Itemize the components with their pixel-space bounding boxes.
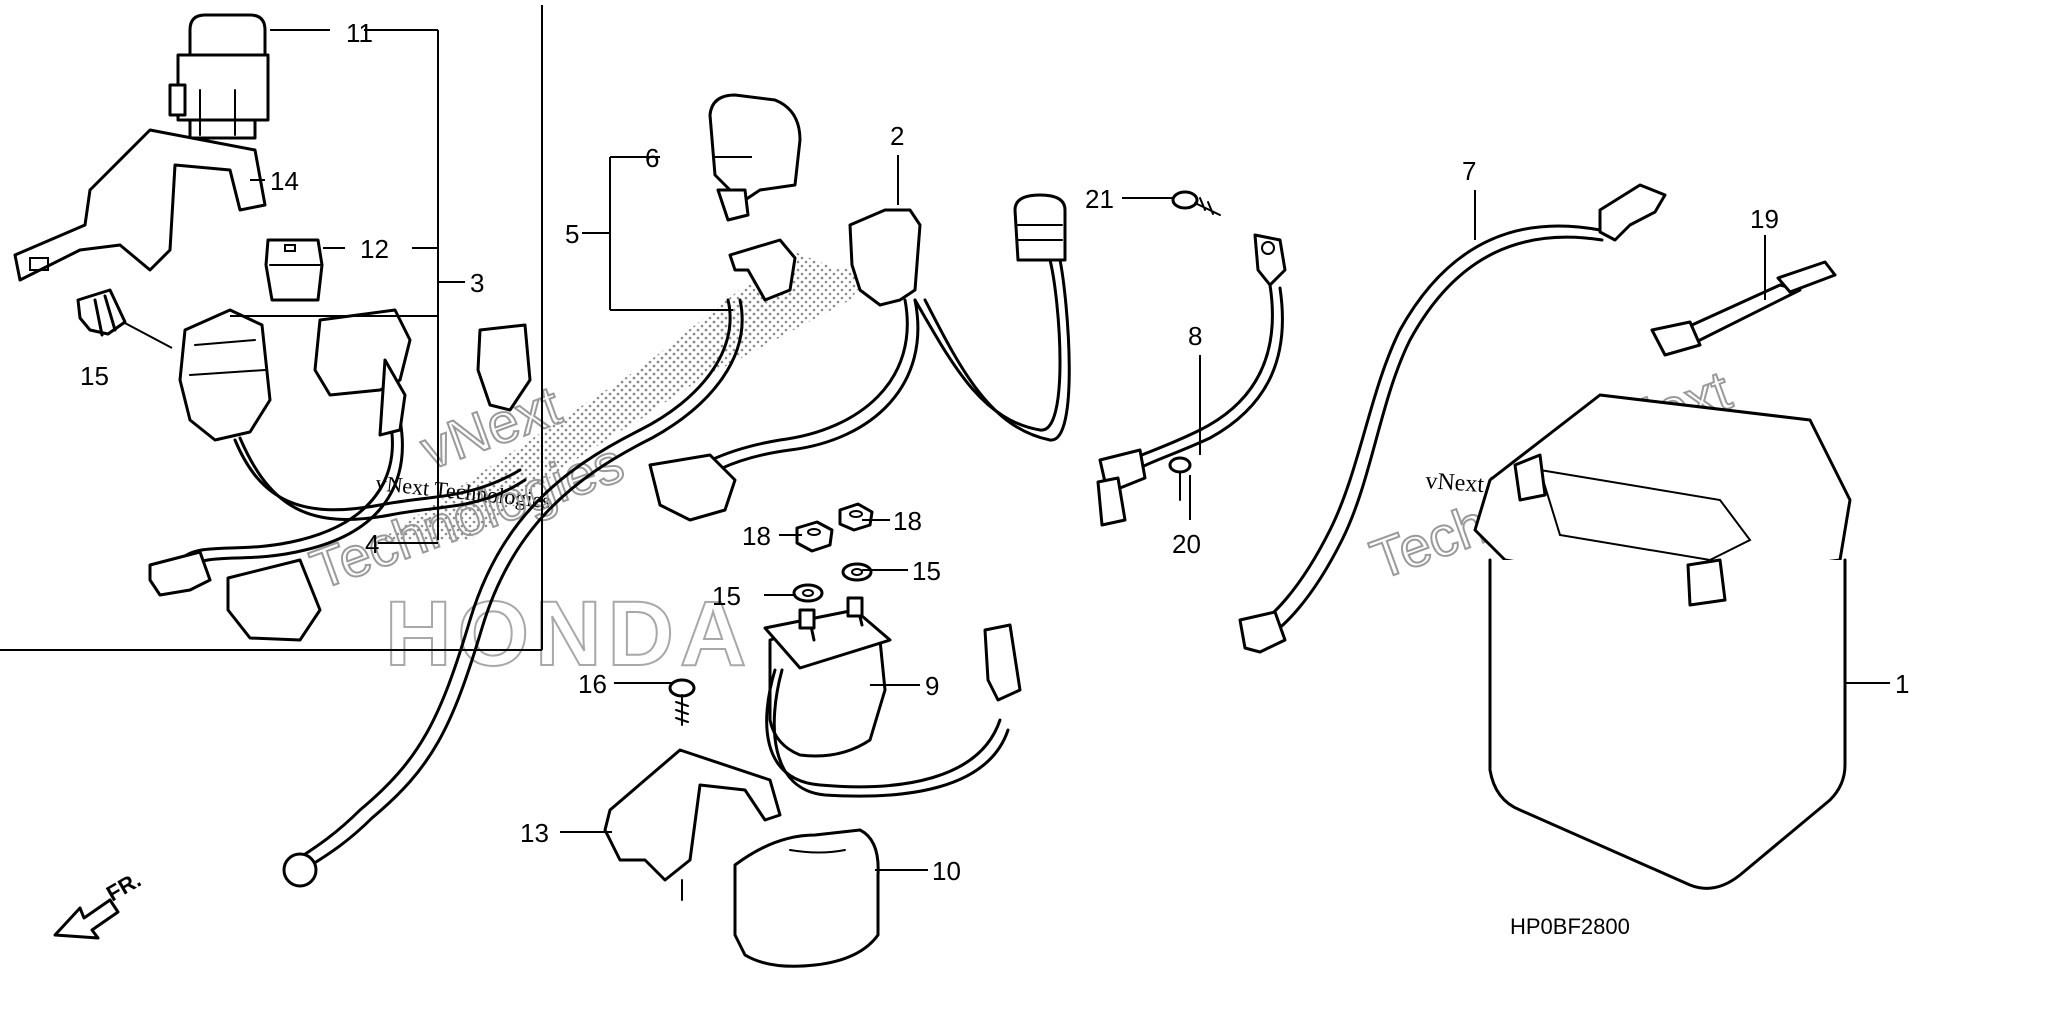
callout-1: 1 <box>1895 669 1909 699</box>
inset-frame <box>0 5 543 651</box>
callout-16: 15 <box>80 361 109 391</box>
callout-8: 8 <box>1188 321 1202 351</box>
callout-10: 10 <box>932 856 961 886</box>
part-17-bolt <box>668 678 696 726</box>
callout-5: 5 <box>565 219 579 249</box>
part-20-bolt <box>1168 456 1192 501</box>
callout-19: 19 <box>1750 204 1779 234</box>
callout-20: 20 <box>1172 529 1201 559</box>
honda-watermark: HONDA <box>380 250 880 686</box>
callout-15a: 15 <box>712 581 741 611</box>
callout-13: 13 <box>520 818 549 848</box>
part-2-terminal-cover <box>648 193 1071 522</box>
part-13-solenoid-holder <box>603 748 782 901</box>
part-8-ground-cable <box>1096 233 1287 527</box>
honda-wordmark: HONDA <box>385 583 752 685</box>
callout-7: 7 <box>1462 156 1476 186</box>
front-arrow-icon <box>53 898 120 940</box>
part-12-main-fuse <box>264 238 324 302</box>
callout-11: 11 <box>346 18 373 48</box>
callout-2: 2 <box>890 121 904 151</box>
callout-9: 9 <box>925 671 939 701</box>
part-6-terminal-cover <box>708 93 802 222</box>
part-14-relay-bracket <box>13 128 267 282</box>
part-3-wire-harness <box>148 308 532 642</box>
callout-18a: 18 <box>742 521 771 551</box>
front-direction-marker: FR. <box>53 867 145 940</box>
leader-lines <box>122 29 1890 871</box>
callout-17: 16 <box>578 669 607 699</box>
part-16-clip <box>76 288 127 337</box>
callout-4: 4 <box>365 529 379 559</box>
part-18-nut-a <box>795 520 834 553</box>
part-7-battery-cable <box>1238 183 1667 654</box>
part-15-washer-a <box>792 583 824 603</box>
part-5-starter-cable <box>282 238 797 888</box>
part-19-battery-strap <box>1650 260 1837 357</box>
callout-21: 21 <box>1085 184 1114 214</box>
callout-labels: 11 3 12 14 15 4 6 5 2 18 18 15 15 9 16 1… <box>80 18 1909 886</box>
callout-12: 12 <box>360 234 389 264</box>
part-18-nut-b <box>838 502 874 532</box>
part-15-washer-b <box>841 562 873 582</box>
part-10-solenoid-cover <box>733 828 880 968</box>
callout-15b: 15 <box>912 556 941 586</box>
part-1-battery <box>1473 393 1852 890</box>
diagram-code: HP0BF2800 <box>1510 914 1630 939</box>
callout-14: 14 <box>270 166 299 196</box>
part-11-starter-relay <box>168 13 270 140</box>
callout-18b: 18 <box>893 506 922 536</box>
part-9-starter-solenoid <box>763 596 1022 798</box>
part-21-bolt <box>1171 190 1221 216</box>
callout-3: 3 <box>470 268 484 298</box>
callout-6: 6 <box>645 143 659 173</box>
